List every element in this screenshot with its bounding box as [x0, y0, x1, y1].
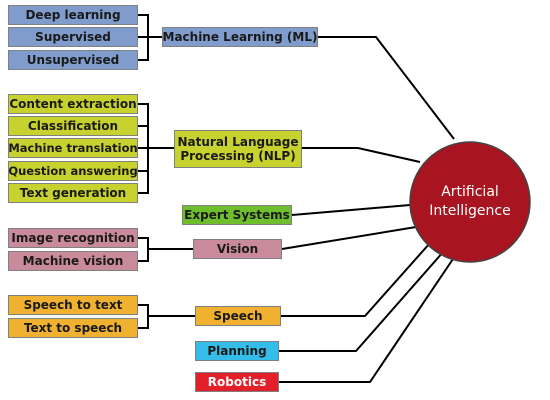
speech-item-text-to-speech: Text to speech	[8, 318, 138, 338]
nlp-item-text-generation: Text generation	[8, 183, 138, 203]
nlp-to-ai	[302, 147, 421, 163]
ai-circle	[409, 141, 531, 263]
speech-node: Speech	[195, 306, 281, 326]
robotics-to-ai	[279, 255, 456, 383]
vision-to-ai	[281, 226, 417, 250]
speech-item-speech-to-text: Speech to text	[8, 295, 138, 315]
nlp-bracket	[138, 103, 174, 194]
nlp-item-question-answering: Question answering	[8, 161, 138, 181]
nlp-item-classification: Classification	[8, 116, 138, 136]
expert-to-ai	[291, 204, 411, 216]
nlp-item-content-extraction: Content extraction	[8, 94, 138, 114]
robotics-node: Robotics	[195, 372, 279, 392]
ml-node: Machine Learning (ML)	[162, 27, 318, 47]
nlp-node-line2: Processing (NLP)	[180, 149, 296, 163]
speech-to-ai	[281, 242, 431, 317]
nlp-node: Natural Language Processing (NLP)	[174, 130, 302, 168]
ai-label-line1: Artificial	[441, 184, 499, 200]
ai-label-line2: Intelligence	[429, 203, 511, 219]
planning-to-ai	[279, 250, 445, 352]
ml-to-ai	[318, 36, 455, 140]
planning-node: Planning	[195, 341, 279, 361]
ml-item-unsupervised: Unsupervised	[8, 50, 138, 70]
vision-bracket	[138, 237, 193, 262]
vision-item-machine-vision: Machine vision	[8, 251, 138, 271]
nlp-node-line1: Natural Language	[177, 135, 299, 149]
ml-item-supervised: Supervised	[8, 27, 138, 47]
speech-bracket	[138, 304, 195, 329]
ml-bracket	[138, 14, 162, 61]
vision-item-image-recognition: Image recognition	[8, 228, 138, 248]
expert-systems-node: Expert Systems	[182, 205, 292, 225]
vision-node: Vision	[193, 239, 282, 259]
ai-label: Artificial Intelligence	[410, 142, 530, 262]
ml-item-deep-learning: Deep learning	[8, 5, 138, 25]
nlp-item-machine-translation: Machine translation	[8, 138, 138, 158]
